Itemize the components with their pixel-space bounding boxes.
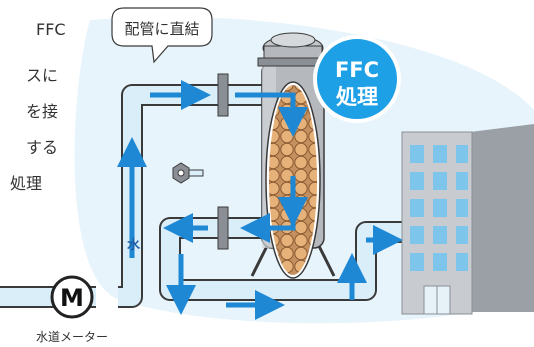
speech-bubble-text: 配管に直結 xyxy=(124,20,199,38)
building-icon xyxy=(401,124,534,315)
upper-flange xyxy=(217,73,229,117)
valve-icon xyxy=(172,162,204,184)
ffc-badge: FFC 処理 xyxy=(313,35,401,123)
meter-symbol: M xyxy=(60,284,84,312)
side-text-line-1: FFC xyxy=(36,20,66,39)
side-text-line-5: 処理 xyxy=(10,174,43,193)
speech-bubble: 配管に直結 xyxy=(111,7,213,64)
ffc-badge-line1: FFC xyxy=(335,58,379,82)
flow-arrows xyxy=(117,80,403,320)
side-text-line-3: を接 xyxy=(26,102,59,121)
lower-flange xyxy=(217,206,229,250)
water-meter: M 水道メーター xyxy=(36,275,108,344)
ffc-badge-line2: 処理 xyxy=(336,85,378,109)
side-text-line-4: する xyxy=(26,138,59,157)
meter-caption: 水道メーター xyxy=(36,330,108,344)
side-text-line-2: スに xyxy=(26,66,59,85)
water-label: 水 xyxy=(127,237,141,253)
